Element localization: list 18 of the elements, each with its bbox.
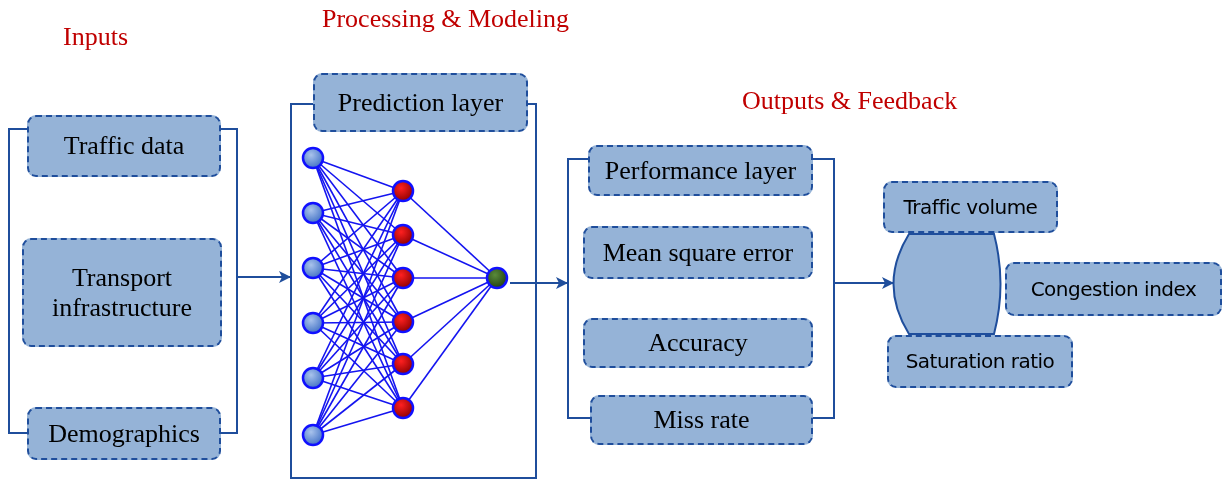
dashed-text-box: Prediction layer: [313, 73, 528, 132]
dashed-text-box: Miss rate: [590, 395, 813, 445]
dashed-text-box: Performance layer: [588, 145, 813, 196]
arrow: [237, 271, 291, 283]
dashed-text-box: Traffic data: [27, 115, 221, 177]
dashed-text-box: Congestion index: [1005, 262, 1222, 316]
dashed-text-box: Traffic volume: [883, 181, 1058, 233]
dashed-text-box: Demographics: [27, 407, 221, 460]
dashed-text-box: Accuracy: [583, 318, 813, 368]
dashed-text-box: Mean square error: [583, 226, 813, 279]
section-heading: Processing & Modeling: [322, 4, 569, 34]
dashed-text-box: Saturation ratio: [887, 335, 1073, 388]
dashed-text-box: Transport infrastructure: [22, 238, 222, 347]
panel-frame: [290, 131, 537, 479]
arrow: [834, 277, 894, 289]
section-heading: Outputs & Feedback: [742, 86, 958, 116]
section-heading: Inputs: [63, 22, 128, 52]
arrow: [509, 277, 568, 289]
